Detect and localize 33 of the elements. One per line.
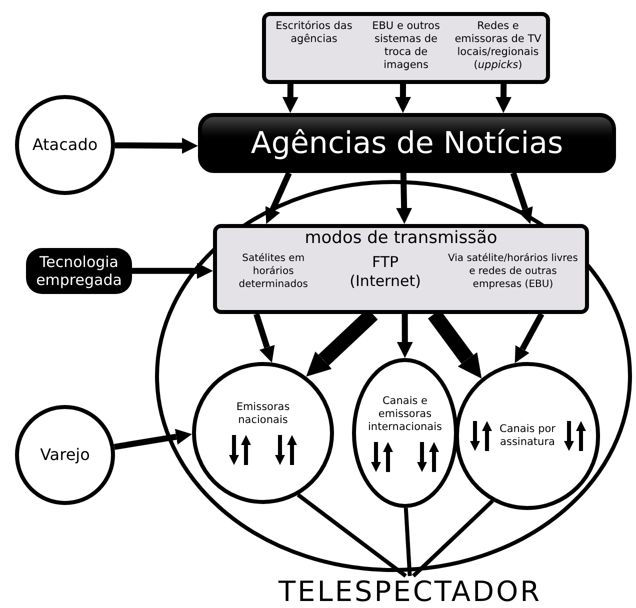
source-label: EBU e outros sistemas de troca de imagens bbox=[371, 20, 441, 73]
arrow bbox=[496, 84, 512, 113]
arrow bbox=[514, 312, 544, 364]
arrow bbox=[114, 138, 198, 154]
circle-label: Canais por assinatura bbox=[498, 423, 556, 449]
node-label: Agências de Notícias bbox=[250, 124, 564, 162]
mode-label: FTP (Internet) bbox=[348, 252, 422, 290]
circle-label: Canais e emissoras internacionais bbox=[367, 394, 443, 434]
arrow bbox=[114, 428, 192, 450]
arrow bbox=[510, 172, 533, 224]
box-heading: modos de transmissão bbox=[304, 228, 498, 248]
arrow bbox=[396, 172, 412, 224]
node-label: Tecnologia empregada bbox=[35, 253, 123, 289]
mode-label: Via satélite/horários livres e redes de outras empresas (EBU) bbox=[446, 252, 579, 291]
arrow bbox=[265, 172, 292, 224]
connector-line bbox=[412, 499, 494, 578]
source-box bbox=[262, 12, 550, 84]
arrow bbox=[394, 84, 411, 113]
arrow bbox=[282, 84, 298, 113]
arrow bbox=[396, 314, 413, 358]
node-label: TELESPECTADOR bbox=[278, 576, 542, 608]
node-label: Varejo bbox=[40, 444, 90, 466]
agency-bar bbox=[198, 113, 616, 173]
arrow bbox=[132, 262, 213, 279]
source-label: Redes e emissoras de TV locais/regionais (uppicks) bbox=[454, 20, 542, 73]
connector-line bbox=[296, 493, 407, 578]
technology-box bbox=[26, 248, 132, 294]
connector-line bbox=[404, 508, 412, 576]
mode-label: Satélites em horários determinados bbox=[238, 252, 309, 291]
circle-label: Emissoras nacionais bbox=[235, 401, 291, 427]
arrow bbox=[254, 313, 275, 363]
source-label: Escritórios das agências bbox=[274, 20, 354, 47]
node-label: Atacado bbox=[32, 134, 98, 156]
